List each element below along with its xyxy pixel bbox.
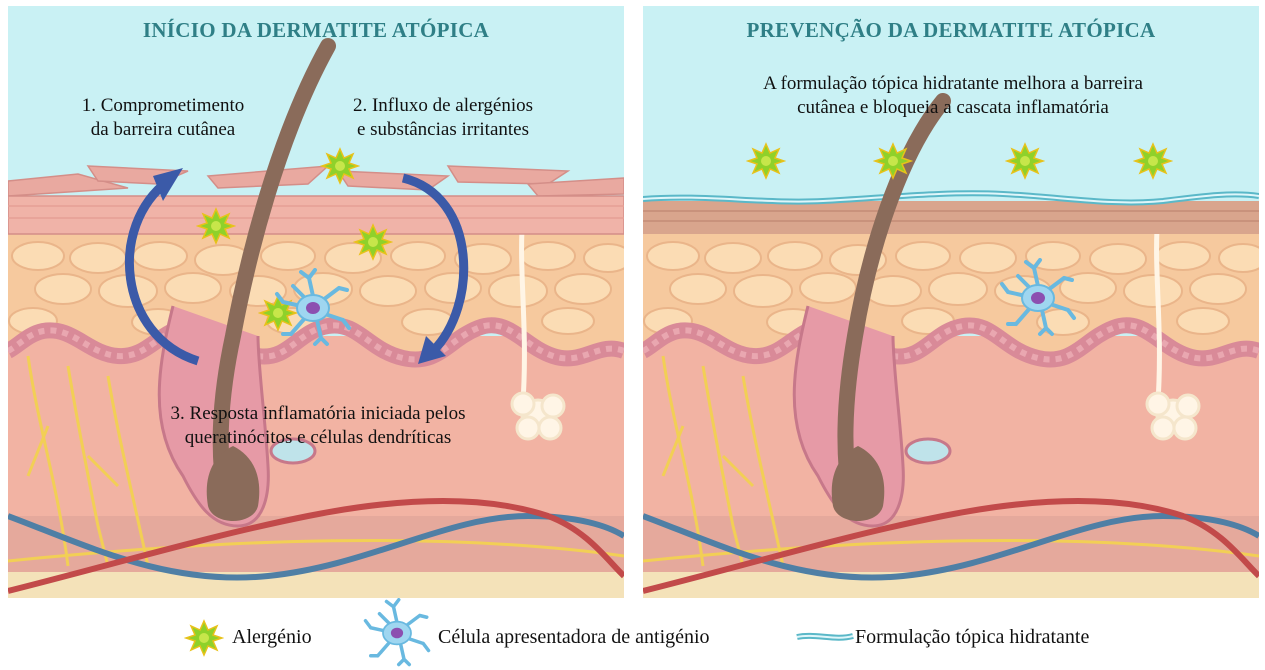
left-panel: INÍCIO DA DERMATITE ATÓPICA 1. Compromet… bbox=[8, 6, 624, 598]
right-panel: PREVENÇÃO DA DERMATITE ATÓPICA A formula… bbox=[643, 6, 1259, 598]
antigen-presenting-cell-icon bbox=[362, 598, 432, 668]
right-title: PREVENÇÃO DA DERMATITE ATÓPICA bbox=[643, 18, 1259, 43]
legend: Alergénio Célula apresentadora de antigé… bbox=[0, 604, 1265, 668]
allergen-icon bbox=[1007, 144, 1043, 178]
label-step-3: 3. Resposta inflamatória iniciada pelos … bbox=[128, 402, 508, 450]
allergen-icon bbox=[748, 144, 784, 178]
allergen-icon bbox=[1135, 144, 1171, 178]
left-title: INÍCIO DA DERMATITE ATÓPICA bbox=[8, 18, 624, 43]
allergen-icon bbox=[184, 618, 224, 658]
allergen-icon bbox=[355, 225, 391, 259]
legend-apc: Célula apresentadora de antigénio bbox=[438, 626, 710, 649]
right-caption: A formulação tópica hidratante melhora a… bbox=[683, 72, 1223, 120]
allergen-icon bbox=[260, 296, 296, 330]
damaged-barrier bbox=[8, 166, 624, 234]
allergen-icon bbox=[322, 149, 358, 183]
moisturizer-line-icon bbox=[795, 630, 855, 644]
intact-barrier bbox=[643, 201, 1259, 234]
legend-allergen: Alergénio bbox=[232, 626, 312, 649]
allergen-icon bbox=[198, 209, 234, 243]
allergen-icon bbox=[875, 144, 911, 178]
legend-moisturizer: Formulação tópica hidratante bbox=[855, 626, 1089, 649]
label-step-2: 2. Influxo de alergénios e substâncias i… bbox=[318, 94, 568, 142]
label-step-1: 1. Comprometimento da barreira cutânea bbox=[48, 94, 278, 142]
